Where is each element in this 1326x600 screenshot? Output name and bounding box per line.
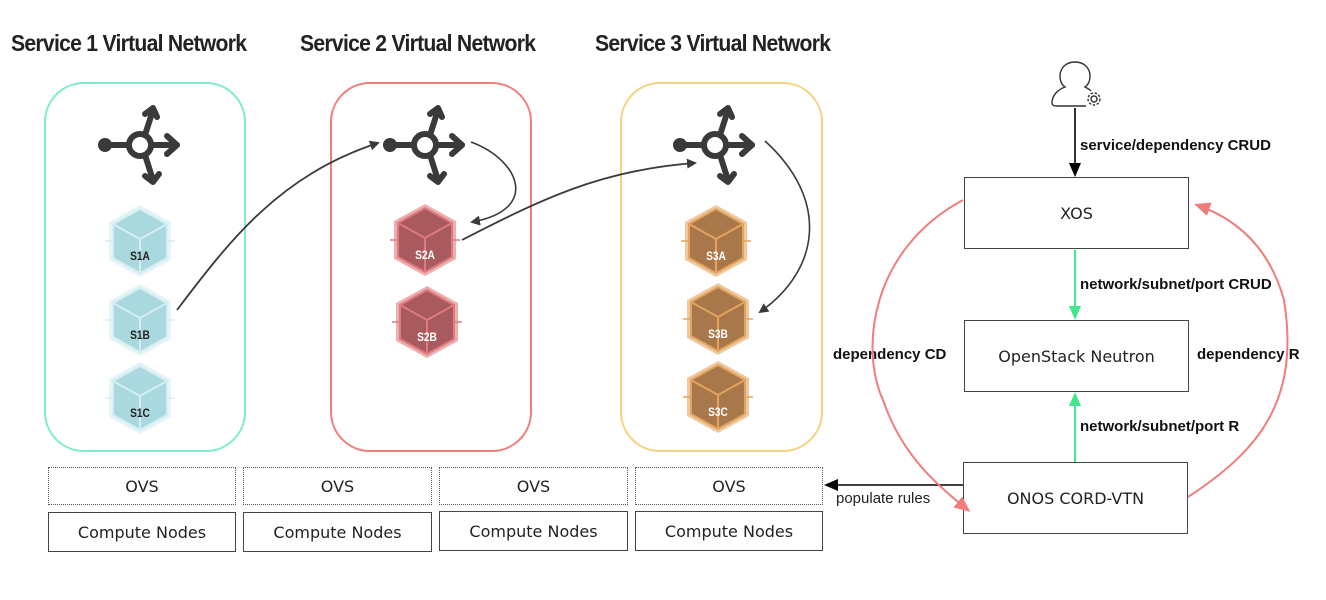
- onos-box[interactable]: ONOS CORD-VTN: [963, 462, 1188, 534]
- instance-label: S1B: [130, 328, 150, 342]
- xos-box[interactable]: XOS: [964, 177, 1189, 249]
- cube-icon: [683, 283, 753, 355]
- ovs-box-3: OVS: [439, 467, 628, 505]
- service-1-icon: [95, 100, 185, 190]
- edge-label-dependency-cd: dependency CD: [833, 346, 947, 363]
- service-1-title: Service 1 Virtual Network: [11, 30, 247, 56]
- service-3-icon: [670, 100, 760, 190]
- neutron-box[interactable]: OpenStack Neutron: [964, 320, 1189, 392]
- edge-label-onos-neutron: network/subnet/port R: [1080, 418, 1240, 435]
- cube-icon: [683, 361, 753, 433]
- instance-label: S2B: [417, 330, 437, 344]
- service-2-title: Service 2 Virtual Network: [300, 30, 536, 56]
- cube-icon: [105, 284, 175, 356]
- instance-label: S1C: [130, 406, 150, 420]
- instance-s2b[interactable]: S2B: [392, 284, 462, 360]
- service-3-network: [620, 82, 823, 452]
- service-3-title: Service 3 Virtual Network: [595, 30, 831, 56]
- edge-label-user-xos: service/dependency CRUD: [1080, 137, 1271, 154]
- ovs-box-1: OVS: [48, 467, 236, 505]
- instance-s3a[interactable]: S3A: [681, 203, 751, 279]
- edge-label-populate-rules: populate rules: [836, 490, 931, 507]
- cube-icon: [681, 205, 751, 277]
- edge-label-dependency-r: dependency R: [1197, 346, 1300, 363]
- instance-s3b[interactable]: S3B: [683, 281, 753, 357]
- instance-s1c[interactable]: S1C: [105, 360, 175, 436]
- instance-s3c[interactable]: S3C: [683, 359, 753, 435]
- cube-icon: [392, 286, 462, 358]
- instance-label: S3C: [708, 405, 728, 419]
- cube-icon: [105, 362, 175, 434]
- instance-label: S2A: [415, 248, 435, 262]
- compute-nodes-3: Compute Nodes: [439, 511, 628, 551]
- instance-s1a[interactable]: S1A: [105, 203, 175, 279]
- instance-label: S3A: [706, 249, 726, 263]
- edge-label-xos-neutron: network/subnet/port CRUD: [1080, 276, 1272, 293]
- service-router-icon: [98, 105, 180, 185]
- service-router-icon: [673, 105, 755, 185]
- ovs-box-2: OVS: [243, 467, 432, 505]
- instance-label: S1A: [130, 249, 150, 263]
- instance-s1b[interactable]: S1B: [105, 282, 175, 358]
- user-admin-icon: [1051, 61, 1101, 107]
- cube-icon: [105, 205, 175, 277]
- service-router-icon: [383, 105, 465, 185]
- ovs-box-4: OVS: [635, 467, 823, 505]
- compute-nodes-2: Compute Nodes: [243, 512, 432, 552]
- service-2-icon: [380, 100, 470, 190]
- instance-label: S3B: [708, 327, 728, 341]
- instance-s2a[interactable]: S2A: [390, 202, 460, 278]
- compute-nodes-4: Compute Nodes: [635, 511, 823, 551]
- cube-icon: [390, 204, 460, 276]
- compute-nodes-1: Compute Nodes: [48, 512, 236, 552]
